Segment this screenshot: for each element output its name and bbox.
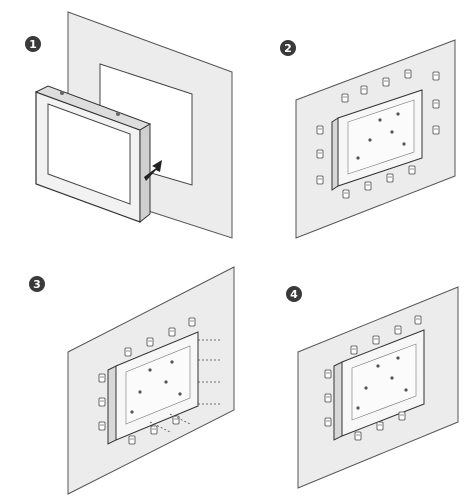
device-rear-4 (333, 329, 425, 441)
step-badge-4: 4 (286, 286, 302, 302)
panel-pc-device (34, 85, 152, 224)
step-badge-3: 3 (29, 276, 45, 292)
svg-text:1: 1 (29, 38, 37, 51)
insert-arrow (144, 160, 162, 181)
step-1-panel: 1 (25, 11, 233, 239)
alignment-lines (149, 339, 222, 433)
step-4-panel: 4 (286, 286, 459, 489)
step-badge-2: 2 (280, 40, 296, 56)
device-rear-2 (331, 89, 423, 191)
svg-text:2: 2 (284, 42, 292, 55)
device-rear-3 (107, 331, 199, 445)
svg-text:4: 4 (290, 288, 298, 301)
display-screen (47, 103, 131, 205)
step-2-panel: 2 (280, 39, 456, 239)
step-badge-1: 1 (25, 36, 41, 52)
svg-text:3: 3 (33, 278, 41, 291)
step-3-panel: 3 (29, 266, 235, 495)
